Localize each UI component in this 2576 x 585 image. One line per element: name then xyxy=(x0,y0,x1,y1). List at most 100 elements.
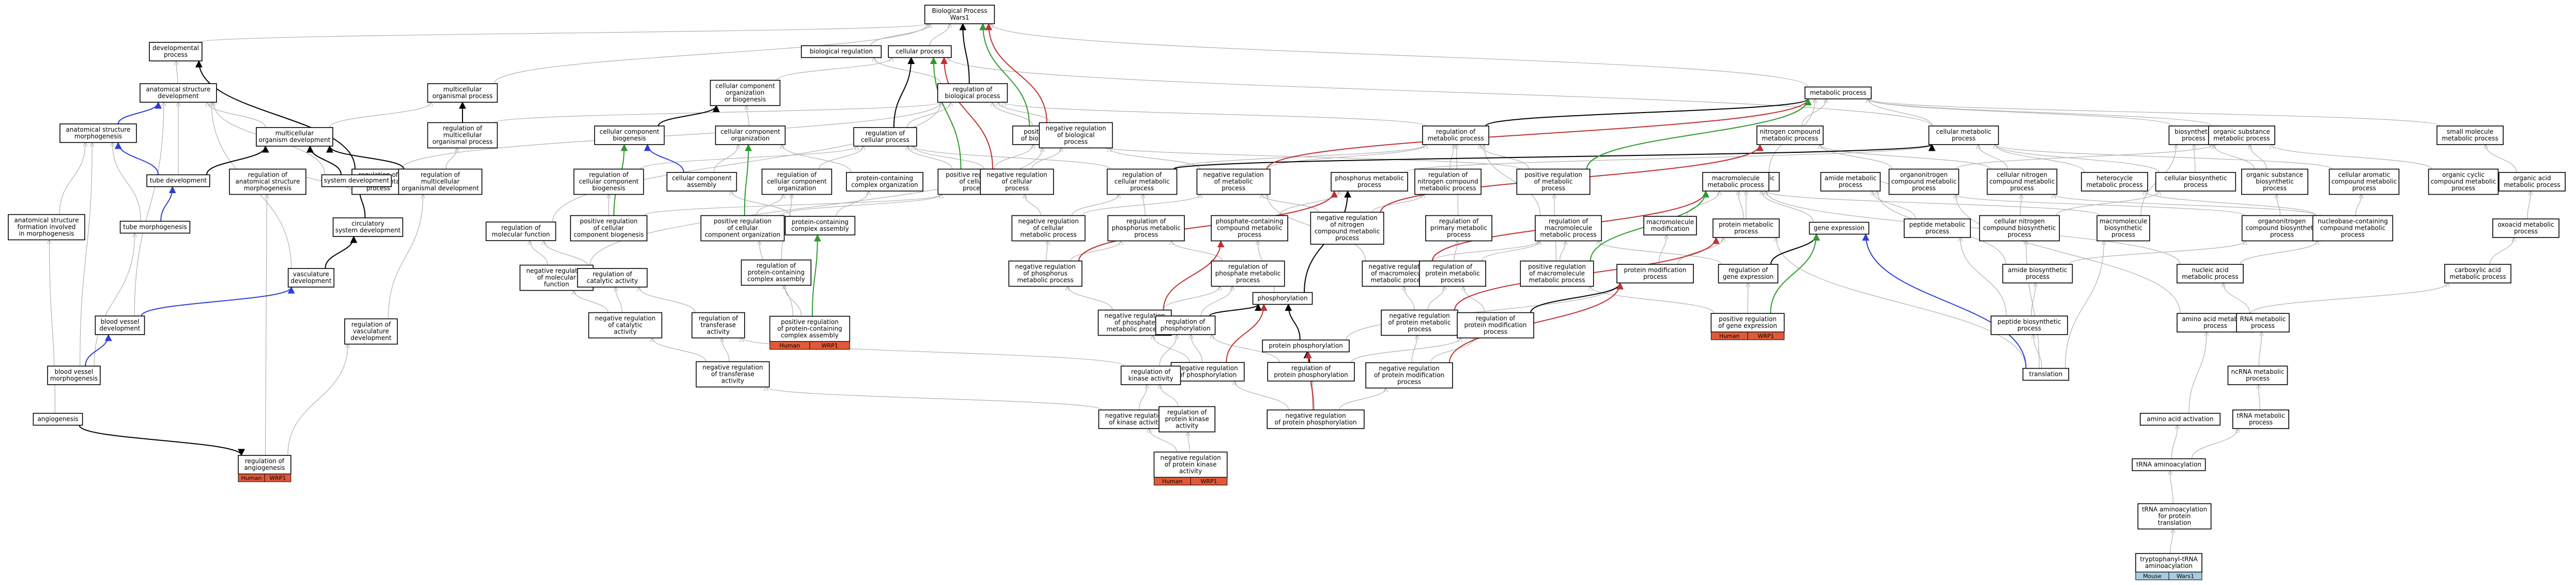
go-term-box[interactable] xyxy=(2312,215,2394,242)
go-term-box[interactable] xyxy=(846,172,923,192)
go-term-box[interactable] xyxy=(1008,260,1083,287)
go-term-node[interactable]: system development xyxy=(321,174,392,187)
go-term-box[interactable] xyxy=(47,366,101,385)
go-term-box[interactable] xyxy=(2492,218,2559,238)
go-term-box[interactable] xyxy=(1365,362,1453,389)
go-term-box[interactable] xyxy=(1888,168,1960,195)
go-term-box[interactable] xyxy=(1381,309,1458,336)
go-term-box[interactable] xyxy=(238,455,291,475)
go-term-box[interactable] xyxy=(1979,215,2060,242)
go-term-box[interactable] xyxy=(119,220,191,234)
go-term-box[interactable] xyxy=(577,268,648,288)
go-term-box[interactable] xyxy=(1252,292,1313,305)
go-term-box[interactable] xyxy=(2022,368,2070,381)
go-term-box[interactable] xyxy=(1516,168,1591,195)
go-term-box[interactable] xyxy=(1419,260,1486,287)
go-term-box[interactable] xyxy=(1211,215,1288,242)
go-term-node[interactable]: angiogenesis xyxy=(33,413,83,426)
go-term-box[interactable] xyxy=(321,174,392,187)
go-term-box[interactable] xyxy=(1457,312,1534,339)
go-term-box[interactable] xyxy=(1170,362,1245,382)
go-term-box[interactable] xyxy=(2096,215,2150,242)
go-term-box[interactable] xyxy=(427,83,498,103)
go-term-box[interactable] xyxy=(715,125,786,145)
go-term-box[interactable] xyxy=(287,268,335,288)
go-term-box[interactable] xyxy=(1039,122,1113,149)
go-term-box[interactable] xyxy=(1643,216,1697,235)
go-term-node[interactable]: gene expression xyxy=(1809,222,1870,235)
go-term-box[interactable] xyxy=(588,312,662,339)
go-term-box[interactable] xyxy=(59,123,137,143)
go-term-box[interactable] xyxy=(95,315,145,335)
go-term-box[interactable] xyxy=(1986,168,2058,195)
go-term-box[interactable] xyxy=(888,45,952,58)
go-term-box[interactable] xyxy=(1106,168,1178,195)
go-term-box[interactable] xyxy=(146,174,210,187)
go-term-box[interactable] xyxy=(1267,362,1355,382)
go-term-box[interactable] xyxy=(1710,313,1785,333)
go-term-box[interactable] xyxy=(256,127,333,147)
go-term-box[interactable] xyxy=(2155,172,2236,192)
go-term-box[interactable] xyxy=(741,259,812,286)
go-term-box[interactable] xyxy=(149,42,203,61)
go-term-box[interactable] xyxy=(1196,168,1271,195)
go-term-box[interactable] xyxy=(1414,168,1482,195)
go-term-box[interactable] xyxy=(1804,86,1872,100)
go-term-box[interactable] xyxy=(2139,413,2221,426)
go-term-node[interactable]: biological regulation xyxy=(800,45,882,58)
go-term-box[interactable] xyxy=(1928,125,1999,145)
go-term-box[interactable] xyxy=(1262,339,1350,353)
go-term-box[interactable] xyxy=(700,215,785,242)
go-term-box[interactable] xyxy=(1718,264,1779,283)
go-term-box[interactable] xyxy=(1120,366,1181,385)
go-term-box[interactable] xyxy=(1713,218,1780,238)
go-term-box[interactable] xyxy=(1820,172,1881,192)
